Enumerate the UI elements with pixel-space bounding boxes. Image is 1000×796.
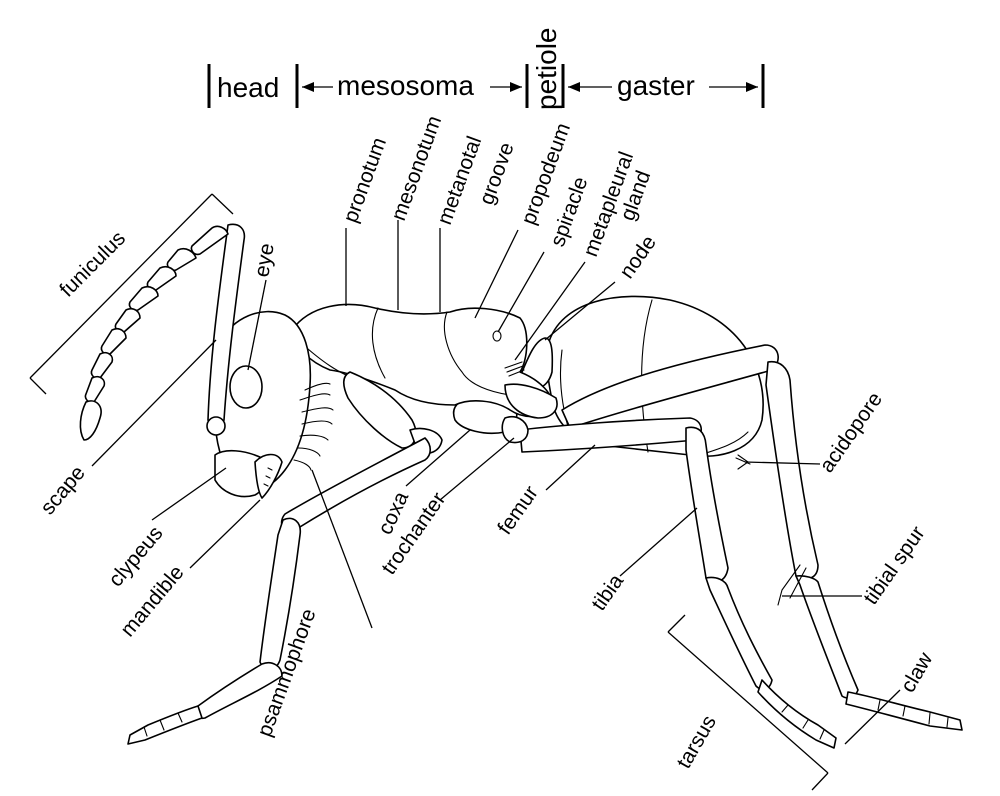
label-scape: scape [36,461,90,519]
header-head-label: head [217,72,279,103]
hind-tibia [765,360,819,580]
label-eye: eye [250,242,279,279]
hind-femur [561,344,779,429]
leader-lines [29,193,901,791]
propodeal-lobe [504,383,558,419]
label-metanotal: metanotal [433,133,486,228]
label-pronotum: pronotum [339,134,391,225]
front-tibia [259,517,302,671]
header-mesosoma-label: mesosoma [337,70,474,101]
body-region-header: head mesosoma petiole gaster [207,27,765,110]
label-tibial-spur: tibial spur [859,522,929,609]
eye-shape [229,365,263,409]
mid-tarsus-1 [705,576,773,691]
mid-tarsus-2 [757,679,837,749]
mid-trochanter [501,415,529,444]
psammophore-hairs [293,382,334,471]
hind-tarsus-1 [795,575,859,699]
label-claw: claw [896,648,937,697]
scape-shape [207,223,246,429]
label-tarsus: tarsus [672,711,721,772]
front-tarsus-1 [194,661,283,720]
header-gaster-label: gaster [617,70,695,101]
front-coxa [342,371,417,449]
label-femur: femur [493,482,543,539]
mid-femur [519,417,703,453]
label-funiculus: funiculus [55,227,130,302]
funiculus-shape [79,225,229,441]
mandible-shape [254,453,283,499]
label-node: node [615,231,661,282]
front-tarsus-2 [127,705,203,745]
mid-tibia [685,426,729,583]
label-acidopore: acidopore [815,388,887,477]
part-labels: funiculus eye scape clypeus mandible psa… [36,113,938,773]
label-tibia: tibia [587,570,628,615]
ant-illustration [79,223,963,749]
header-petiole-label: petiole [531,27,562,110]
